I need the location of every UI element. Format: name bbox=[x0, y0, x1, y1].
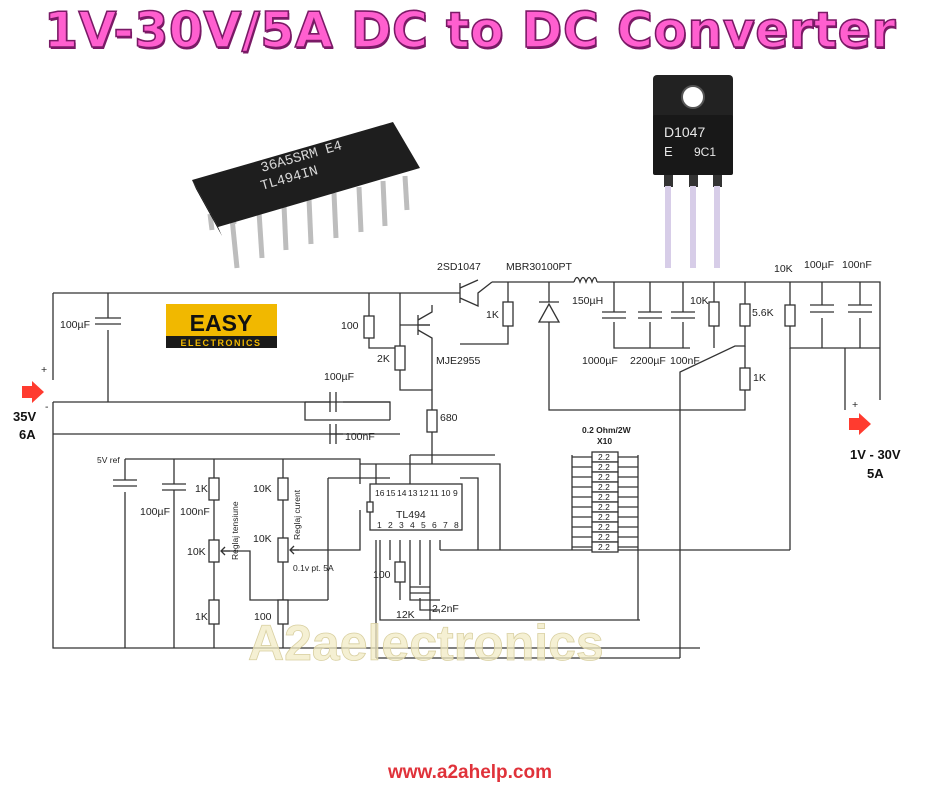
shunt-value-5: 2.2 bbox=[598, 492, 610, 502]
pin-12: 12 bbox=[419, 488, 429, 498]
shunt-value-4: 2.2 bbox=[598, 482, 610, 492]
pin-15: 15 bbox=[386, 488, 396, 498]
label-c-ref2: 100nF bbox=[180, 506, 210, 518]
logo-line2: ELECTRONICS bbox=[180, 338, 261, 348]
label-r10k-a: 10K bbox=[690, 295, 709, 307]
pin-16: 16 bbox=[375, 488, 385, 498]
label-r1k-base: 1K bbox=[486, 309, 499, 321]
label-c-fb2: 100nF bbox=[345, 431, 375, 443]
watermark: A2aelectronics bbox=[248, 615, 604, 671]
transistor-marking-3: 9C1 bbox=[694, 145, 716, 159]
label-c100n-a: 100nF bbox=[670, 355, 700, 367]
label-r1k-v2: 1K bbox=[195, 611, 208, 623]
input-voltage: 35V bbox=[13, 409, 36, 424]
label-i-note: 0.1v pt. 5A bbox=[293, 563, 334, 573]
shunt-value-7: 2.2 bbox=[598, 512, 610, 522]
pin-4: 4 bbox=[410, 520, 415, 530]
label-r1k-v: 1K bbox=[195, 483, 208, 495]
label-c-ref1: 100µF bbox=[140, 506, 170, 518]
shunt-value-10: 2.2 bbox=[598, 542, 610, 552]
easy-electronics-logo: EASY ELECTRONICS bbox=[166, 304, 277, 348]
logo-line1: EASY bbox=[190, 310, 253, 336]
label-diode: MBR30100PT bbox=[506, 261, 573, 273]
pin-9: 9 bbox=[453, 488, 458, 498]
label-c2200: 2200µF bbox=[630, 355, 666, 367]
pin-13: 13 bbox=[408, 488, 418, 498]
label-r100-rt: 100 bbox=[373, 569, 391, 581]
input-arrow-icon bbox=[22, 381, 44, 403]
input-current: 6A bbox=[19, 427, 36, 442]
shunt-value-1: 2.2 bbox=[598, 452, 610, 462]
label-r12k: 12K bbox=[396, 609, 415, 621]
shunt-value-3: 2.2 bbox=[598, 472, 610, 482]
pin-7: 7 bbox=[443, 520, 448, 530]
label-shunt-count: X10 bbox=[597, 436, 612, 446]
pin-8: 8 bbox=[454, 520, 459, 530]
output-current: 5A bbox=[867, 466, 884, 481]
label-r680: 680 bbox=[440, 412, 458, 424]
d1047-transistor-photo: D1047 E 9C1 bbox=[653, 75, 733, 268]
label-pot10k-i: 10K bbox=[253, 533, 272, 545]
transistor-marking-2: E bbox=[664, 144, 673, 159]
label-c-fb1: 100µF bbox=[324, 371, 354, 383]
pin-5: 5 bbox=[421, 520, 426, 530]
components bbox=[95, 276, 872, 625]
label-c1000: 1000µF bbox=[582, 355, 618, 367]
label-r10k-out: 10K bbox=[774, 263, 793, 275]
shunt-value-6: 2.2 bbox=[598, 502, 610, 512]
shunt-value-9: 2.2 bbox=[598, 532, 610, 542]
label-c100n-out: 100nF bbox=[842, 259, 872, 271]
shunt-value-2: 2.2 bbox=[598, 462, 610, 472]
transistor-marking-1: D1047 bbox=[664, 124, 705, 140]
pin-2: 2 bbox=[388, 520, 393, 530]
label-c100u-out: 100µF bbox=[804, 259, 834, 271]
input-plus: + bbox=[41, 364, 47, 376]
label-q1: 2SD1047 bbox=[437, 261, 481, 273]
pin-14: 14 bbox=[397, 488, 407, 498]
output-plus: + bbox=[852, 399, 858, 411]
shunt-value-8: 2.2 bbox=[598, 522, 610, 532]
ic-pin-labels: 16 15 14 13 12 11 10 9 1 2 3 4 5 6 7 8 bbox=[375, 488, 459, 530]
label-inductor: 150µH bbox=[572, 295, 603, 307]
label-pot-v-name: Reglaj tensiune bbox=[230, 501, 240, 560]
pin-11: 11 bbox=[430, 488, 439, 498]
label-c-in: 100µF bbox=[60, 319, 90, 331]
label-pot-i-name: Reglaj curent bbox=[292, 489, 302, 540]
pin-3: 3 bbox=[399, 520, 404, 530]
label-r10k-i: 10K bbox=[253, 483, 272, 495]
labels: + - 35V 6A + 1V - 30V 5A 100µF 100 2K 2S… bbox=[13, 259, 901, 623]
shunt-values: 2.2 2.2 2.2 2.2 2.2 2.2 2.2 2.2 2.2 2.2 bbox=[598, 452, 610, 552]
pin-6: 6 bbox=[432, 520, 437, 530]
input-minus: - bbox=[45, 401, 49, 413]
label-shunt-title: 0.2 Ohm/2W bbox=[582, 425, 632, 435]
output-voltage: 1V - 30V bbox=[850, 447, 901, 462]
pin-1: 1 bbox=[377, 520, 382, 530]
page-title: 1V-30V/5A DC to DC Converter bbox=[43, 1, 897, 60]
label-r1k-fb: 1K bbox=[753, 372, 766, 384]
label-r2k: 2K bbox=[377, 353, 390, 365]
label-q2: MJE2955 bbox=[436, 355, 481, 367]
label-r100-top: 100 bbox=[341, 320, 359, 332]
website-url[interactable]: www.a2ahelp.com bbox=[387, 762, 552, 783]
label-pot10k-v: 10K bbox=[187, 546, 206, 558]
pin-10: 10 bbox=[441, 488, 451, 498]
output-arrow-icon bbox=[849, 413, 871, 435]
label-c-ct: 2,2nF bbox=[432, 603, 459, 615]
label-vref: 5V ref bbox=[97, 455, 120, 465]
tl494-chip-photo: 36A5SRM E4 TL494IN bbox=[192, 122, 420, 269]
wiring bbox=[52, 281, 881, 659]
label-r100-i: 100 bbox=[254, 611, 272, 623]
label-ic: TL494 bbox=[396, 509, 426, 521]
label-r5k6: 5.6K bbox=[752, 307, 774, 319]
